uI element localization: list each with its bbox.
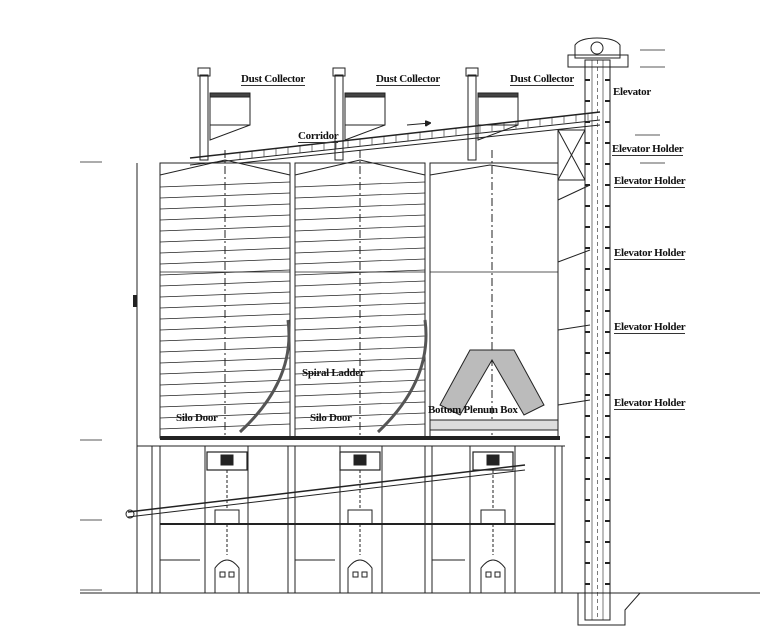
label-dust-collector-1: Dust Collector (241, 73, 305, 86)
level-markers (80, 49, 665, 591)
label-elevator-holder-3: Elevator Holder (614, 247, 686, 260)
silo-wall-rings (159, 181, 558, 430)
label-elevator-holder-1: Elevator Holder (612, 143, 684, 156)
discharge-units (206, 451, 514, 594)
label-elevator-holder-5: Elevator Holder (614, 397, 686, 410)
corridor-conveyor (189, 111, 601, 166)
elevator-pit (577, 592, 641, 626)
label-bottom-plenum-box: Bottom Plenum Box (428, 404, 518, 416)
label-elevator: Elevator (613, 86, 651, 98)
label-elevator-holder-2: Elevator Holder (614, 175, 686, 188)
label-dust-collector-2: Dust Collector (376, 73, 440, 86)
spiral-ladder-1 (238, 319, 291, 434)
bucket-elevator (567, 37, 629, 621)
silo-3 (429, 150, 559, 440)
spiral-ladder-2 (376, 319, 428, 434)
bottom-conveyor (125, 464, 526, 519)
label-corridor: Corridor (298, 130, 339, 143)
label-elevator-holder-4: Elevator Holder (614, 321, 686, 334)
dust-collectors (197, 67, 519, 161)
label-spiral-ladder: Spiral Ladder (302, 367, 365, 379)
label-dust-collector-3: Dust Collector (510, 73, 574, 86)
label-silo-door-1: Silo Door (176, 412, 218, 424)
label-silo-door-2: Silo Door (310, 412, 352, 424)
